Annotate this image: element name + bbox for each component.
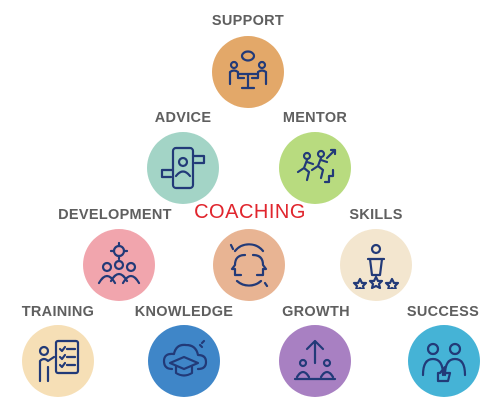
team-gear-icon — [97, 241, 141, 285]
node-success — [408, 325, 480, 397]
circle-coaching — [213, 229, 285, 301]
circle-skills — [340, 229, 412, 301]
label-skills: SKILLS — [349, 207, 403, 223]
meeting-table-icon — [228, 50, 268, 90]
phone-chat-icon — [160, 146, 206, 190]
label-development: DEVELOPMENT — [58, 207, 172, 223]
node-knowledge — [148, 325, 220, 397]
heads-cycle-icon — [229, 243, 269, 288]
thumbs-up-team-icon — [421, 342, 467, 383]
circle-support — [212, 36, 284, 108]
circle-training — [22, 325, 94, 397]
node-advice — [147, 132, 219, 204]
node-coaching — [213, 229, 285, 301]
label-growth: GROWTH — [282, 304, 350, 320]
node-training — [22, 325, 94, 397]
node-growth — [279, 325, 351, 397]
growth-arrow-icon — [293, 339, 337, 381]
circle-knowledge — [148, 325, 220, 397]
running-stairs-icon — [296, 148, 337, 184]
circle-mentor — [279, 132, 351, 204]
label-mentor: MENTOR — [282, 110, 348, 126]
node-skills — [340, 229, 412, 301]
presenter-checklist-icon — [38, 339, 80, 383]
node-mentor — [279, 132, 351, 204]
circle-growth — [279, 325, 351, 397]
label-support: SUPPORT — [211, 13, 285, 29]
diagram-title: COACHING — [194, 201, 306, 223]
circle-advice — [147, 132, 219, 204]
graduation-cloud-icon — [162, 339, 208, 377]
label-knowledge: KNOWLEDGE — [134, 304, 234, 320]
label-training: TRAINING — [21, 304, 95, 320]
circle-success — [408, 325, 480, 397]
node-support — [212, 36, 284, 108]
podium-stars-icon — [352, 243, 400, 289]
label-success: SUCCESS — [406, 304, 480, 320]
label-advice: ADVICE — [154, 110, 212, 126]
node-development — [83, 229, 155, 301]
circle-development — [83, 229, 155, 301]
